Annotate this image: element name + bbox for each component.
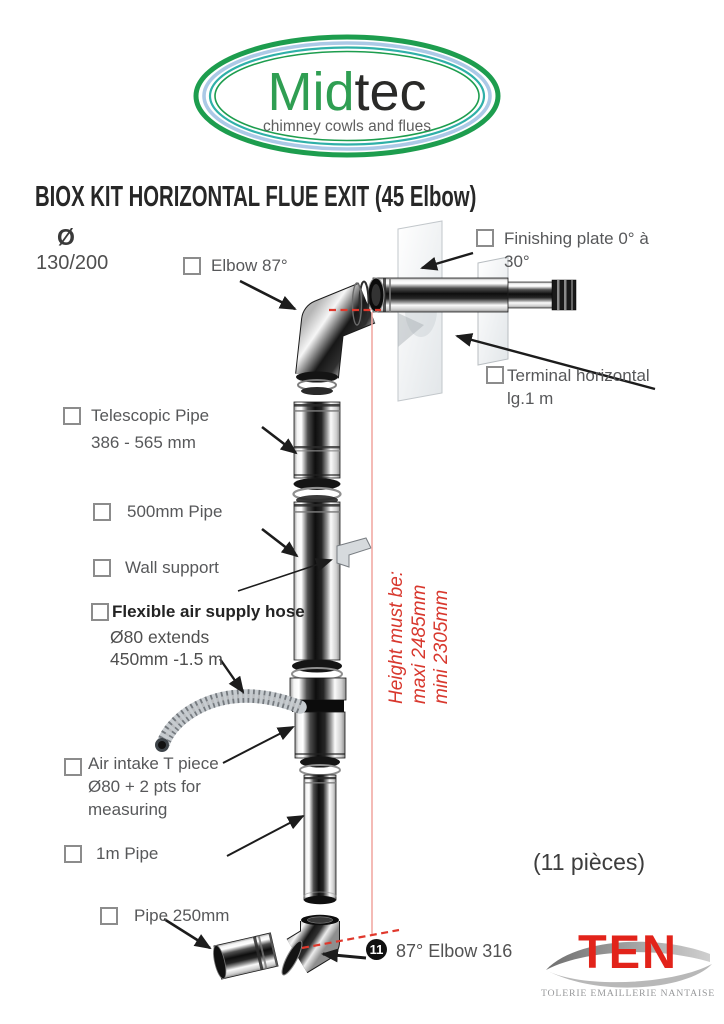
label-telescopic: Telescopic Pipe 386 - 565 mm [63,402,263,456]
diameter-value: 130/200 [36,252,109,274]
flex-hose-detail-line1: Ø80 extends [110,627,210,647]
checkbox-pipe-250 [100,907,118,925]
checkbox-terminal [486,366,504,384]
label-air-intake: Air intake T piece Ø80 + 2 pts for measu… [64,752,244,821]
label-pipe-500-text: 500mm Pipe [127,502,223,521]
label-telescopic-line2: 386 - 565 mm [91,433,196,452]
brand-part-dark: tec [354,62,427,122]
height-note-line2: maxi 2485mm [408,584,430,704]
pieces-count: (11 pièces) [533,849,646,875]
checkbox-pipe-1m [64,845,82,863]
height-note-line3: mini 2305mm [431,589,452,704]
label-elbow-87-text: Elbow 87° [211,256,288,275]
label-pipe-250-text: Pipe 250mm [134,906,230,925]
air-intake-t-piece-graphic [289,677,347,759]
callout-arrows [163,251,656,963]
label-finishing-plate-line1: Finishing plate 0° à [504,229,649,248]
flex-hose-detail-line2: 450mm -1.5 m [110,649,223,669]
pipe-1m-graphic [303,774,337,905]
pipe-500mm-graphic [293,501,341,661]
label-air-intake-line2: Ø80 + 2 pts for [88,777,201,796]
elbow-87-graphic [295,280,376,395]
height-requirement-note: Height must be: maxi 2485mm mini 2305mm [386,519,454,704]
checkbox-pipe-500 [93,503,111,521]
ten-logo-subtitle: TOLERIE EMAILLERIE NANTAISE [540,988,716,999]
ten-logo-swoosh [546,941,712,988]
brand-part-green: Mid [267,62,355,122]
midtec-tagline: chimney cowls and flues [263,118,431,135]
label-air-intake-line1: Air intake T piece [88,754,219,773]
ten-logo-text: TEN [578,925,678,978]
label-terminal-line1: Terminal horizontal [507,366,650,385]
flexible-hose-graphic [155,689,307,752]
label-pipe-1m-text: 1m Pipe [96,844,159,863]
page-title: BIOX KIT HORIZONTAL FLUE EXIT (45 Elbow) [35,181,477,213]
pipe-joint-graphic [291,659,343,681]
label-elbow-316: 87° Elbow 316 [396,941,513,961]
height-dimension-marks [301,308,400,950]
terminal-pipe-graphic [367,277,577,313]
midtec-brand-name: Midtec [192,64,502,120]
label-pipe-1m: 1m Pipe [64,843,158,865]
label-elbow-87: Elbow 87° [183,255,288,277]
label-flex-hose-text: Flexible air supply hose [112,602,305,621]
label-finishing-plate: Finishing plate 0° à 30° [476,227,666,273]
pipe-250mm-graphic [213,932,279,980]
label-telescopic-line1: Telescopic Pipe [91,406,210,425]
flex-hose-detail: Ø80 extends 450mm -1.5 m [110,626,223,670]
label-flex-hose: Flexible air supply hose [91,601,305,623]
label-wall-support-text: Wall support [125,558,219,577]
checkbox-finishing-plate [476,229,494,247]
label-wall-support: Wall support [93,557,219,579]
item-count-badge: 11 [366,939,387,960]
checkbox-air-intake [64,758,82,776]
elbow-316-graphic [281,914,340,976]
wall-support-graphic [336,537,372,568]
diameter-symbol: Ø [57,224,75,250]
flue-assembly-diagram [155,220,656,980]
label-finishing-plate-line2: 30° [504,252,530,271]
label-pipe-250: Pipe 250mm [100,905,229,927]
label-terminal-line2: lg.1 m [507,389,554,408]
pipe-joint-graphic [299,756,341,776]
ten-logo: TEN TOLERIE EMAILLERIE NANTAISE [538,924,718,1016]
midtec-logo: Midtec chimney cowls and flues [192,34,502,158]
label-pipe-500: 500mm Pipe [93,501,222,523]
telescopic-pipe-graphic [293,401,341,479]
checkbox-elbow-87 [183,257,201,275]
pipe-joint-graphic [292,478,342,505]
label-air-intake-line3: measuring [88,800,168,819]
label-terminal: Terminal horizontal lg.1 m [486,364,671,410]
midtec-logo-rings [193,34,501,158]
checkbox-flex-hose [91,603,109,621]
checkbox-telescopic [63,407,81,425]
height-note-line1: Height must be: [386,570,407,704]
checkbox-wall-support [93,559,111,577]
